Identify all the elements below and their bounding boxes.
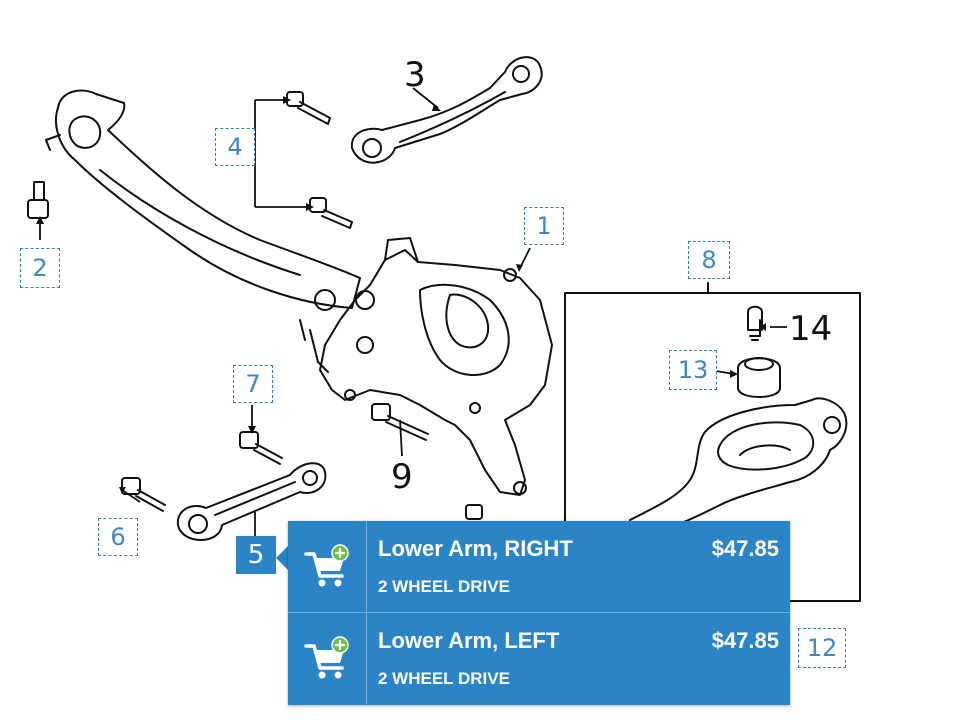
callout-7[interactable]: 7 [233, 365, 273, 403]
product-price: $47.85 [711, 536, 779, 561]
callout-5-active[interactable]: 5 [236, 536, 276, 574]
product-subtitle: 2 WHEEL DRIVE [378, 577, 510, 596]
add-to-cart-button[interactable] [288, 521, 367, 612]
product-price: $47.85 [711, 628, 779, 653]
bolt-4a [286, 91, 331, 125]
bolt-4b [309, 197, 353, 229]
upper-arm [350, 56, 543, 164]
label-9: 9 [391, 457, 413, 497]
bolt-7 [239, 431, 283, 465]
callout-2[interactable]: 2 [20, 248, 60, 288]
product-name: Lower Arm, RIGHT [378, 536, 573, 561]
trailing-arm [55, 89, 361, 309]
product-subtitle: 2 WHEEL DRIVE [378, 669, 510, 688]
callout-12[interactable]: 12 [798, 628, 846, 668]
parts-popup: Lower Arm, RIGHT 2 WHEEL DRIVE $47.85 Lo… [288, 521, 790, 705]
popup-item-right[interactable]: Lower Arm, RIGHT 2 WHEEL DRIVE $47.85 [288, 521, 790, 613]
bolt-9 [371, 403, 429, 441]
bolt-6 [121, 477, 166, 512]
label-14: 14 [789, 309, 833, 349]
product-name: Lower Arm, LEFT [378, 628, 560, 653]
popup-arrow [276, 546, 288, 570]
callout-4[interactable]: 4 [215, 128, 255, 166]
add-to-cart-button[interactable] [288, 613, 367, 704]
knuckle [319, 249, 553, 496]
lower-arm [176, 462, 327, 541]
callout-1[interactable]: 1 [524, 207, 564, 245]
callout-8[interactable]: 8 [688, 241, 730, 279]
callout-13[interactable]: 13 [669, 350, 717, 390]
cart-add-icon [304, 543, 349, 586]
callout-6[interactable]: 6 [98, 518, 138, 556]
bolt-2 [27, 181, 49, 219]
label-3: 3 [404, 55, 426, 95]
cart-add-icon [304, 635, 349, 678]
popup-item-left[interactable]: Lower Arm, LEFT 2 WHEEL DRIVE $47.85 [288, 613, 790, 704]
